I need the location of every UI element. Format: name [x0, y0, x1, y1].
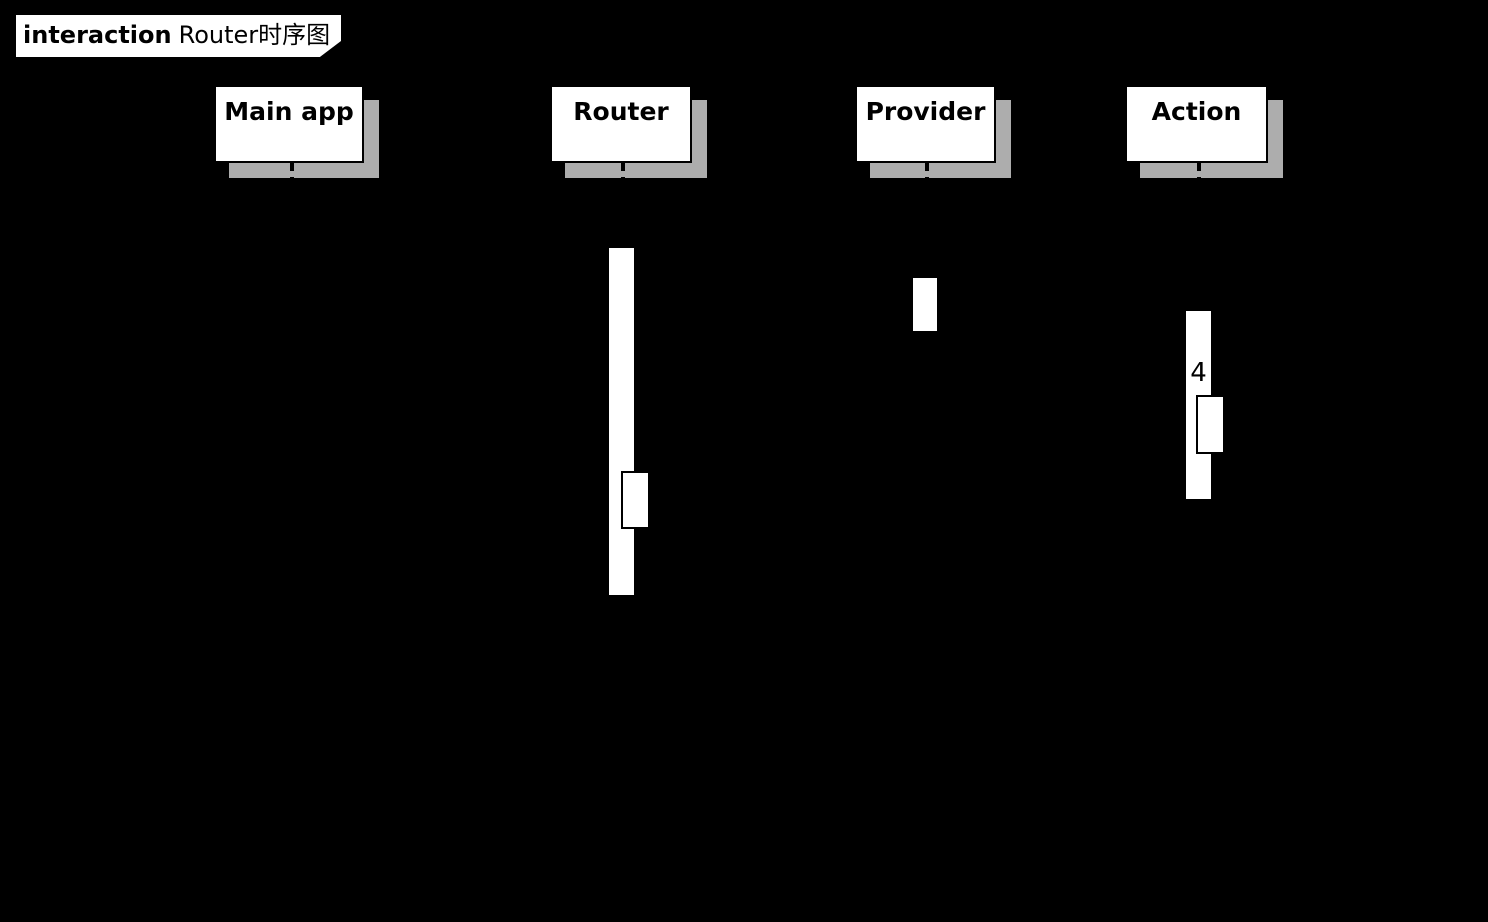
lifeline-provider: [925, 163, 929, 863]
participant-label-router: Router: [573, 97, 669, 126]
message-sequence-number: 4: [1190, 358, 1207, 388]
participant-label-main-app: Main app: [224, 97, 354, 126]
activation-bar-router: [607, 246, 636, 597]
participant-box-main-app: Main app: [214, 85, 364, 163]
participant-label-provider: Provider: [865, 97, 986, 126]
participant-box-provider: Provider: [855, 85, 996, 163]
activation-bar-router-nested: [621, 471, 650, 529]
lifeline-main-app: [290, 163, 294, 863]
participant-label-action: Action: [1151, 97, 1242, 126]
participant-box-router: Router: [550, 85, 692, 163]
title-keyword: interaction: [23, 21, 172, 49]
lifeline-action: [1197, 163, 1201, 863]
activation-bar-action-nested: [1196, 395, 1225, 454]
activation-bar-provider: [911, 276, 939, 333]
title-text: Router时序图: [178, 21, 331, 49]
participant-box-action: Action: [1125, 85, 1268, 163]
